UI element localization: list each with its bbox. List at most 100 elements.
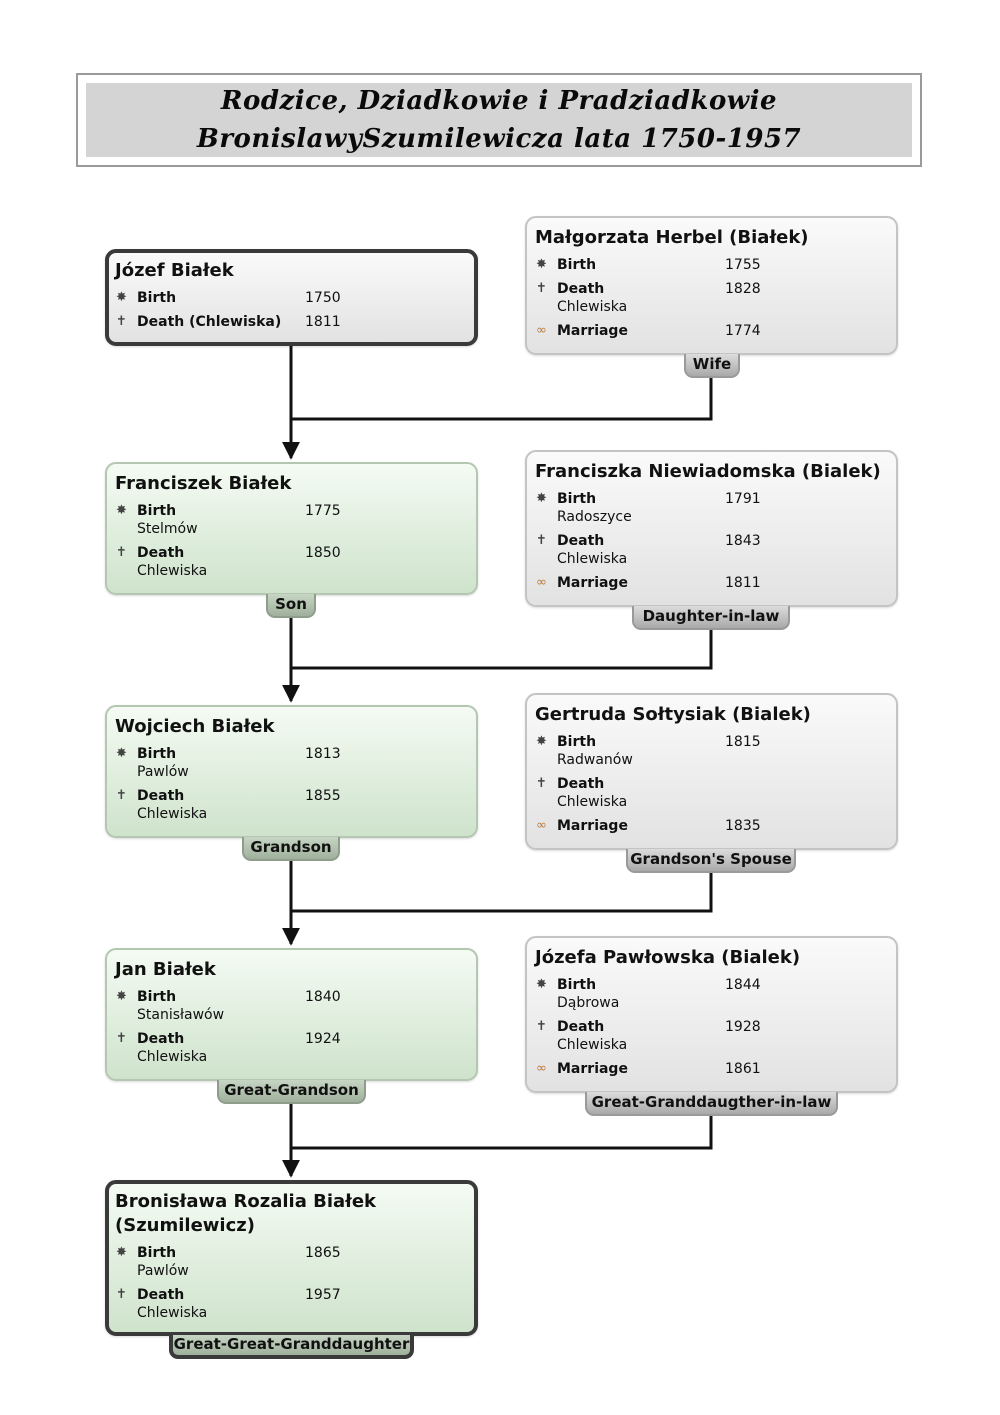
relation-tag-grandsons-spouse: Grandson's Spouse [626,849,796,873]
event-place: Chlewiska [557,1037,628,1053]
rings-icon: ∞ [536,1061,547,1076]
event-year: 1791 [725,491,761,507]
event-birth: ✸ Birth 1755 [535,256,888,274]
person-name: Jan Białek [115,959,216,980]
event-place: Chlewiska [137,563,208,579]
spouse-connector-4 [291,1116,713,1150]
star-burst-icon: ✸ [116,989,127,1004]
event-place: Dąbrowa [557,995,620,1011]
event-death: ✝ Death 1828 Chlewiska [535,280,888,316]
star-burst-icon: ✸ [116,290,127,305]
title-line-1: Rodzice, Dziadkowie i Pradziadkowie [220,86,778,116]
event-birth: ✸ Birth 1750 [115,289,468,307]
star-burst-icon: ✸ [116,746,127,761]
event-birth: ✸ Birth 1815 Radwanów [535,733,888,769]
rings-icon: ∞ [536,818,547,833]
event-label: Death [137,545,185,561]
person-name: Wojciech Białek [115,716,275,737]
cross-icon: ✝ [536,1019,547,1034]
event-marriage: ∞ Marriage 1774 [535,322,888,340]
relation-tag-great-granddaughter-in-law: Great-Granddaugther-in-law [585,1092,838,1116]
relation-tag-great-grandson: Great-Grandson [217,1080,366,1104]
event-death: ✝ Death (Chlewiska) 1811 [115,313,468,331]
person-card-malgorzata[interactable]: Małgorzata Herbel (Białek) ✸ Birth 1755 … [525,216,898,355]
person-name: Józef Białek [115,260,234,281]
event-place: Pawlów [137,1263,189,1279]
star-burst-icon: ✸ [116,503,127,518]
event-label: Death [137,788,185,804]
event-marriage: ∞ Marriage 1861 [535,1060,888,1078]
event-label: Birth [557,977,597,993]
person-card-gertruda[interactable]: Gertruda Sołtysiak (Bialek) ✸ Birth 1815… [525,693,898,850]
event-label: Birth [137,746,177,762]
cross-icon: ✝ [116,788,127,803]
event-birth: ✸ Birth 1840 Stanisławów [115,988,468,1024]
event-death: ✝ Death Chlewiska [535,775,888,811]
event-death: ✝ Death 1928 Chlewiska [535,1018,888,1054]
spouse-connector-3 [291,873,713,913]
event-marriage: ∞ Marriage 1811 [535,574,888,592]
event-year: 1811 [305,314,341,330]
event-year: 1750 [305,290,341,306]
title-box: Rodzice, Dziadkowie i Pradziadkowie Bron… [86,83,912,157]
person-name: Gertruda Sołtysiak (Bialek) [535,704,811,725]
event-year: 1844 [725,977,761,993]
cross-icon: ✝ [116,1031,127,1046]
event-marriage: ∞ Marriage 1835 [535,817,888,835]
event-year: 1928 [725,1019,761,1035]
event-year: 1835 [725,818,761,834]
relation-tag-wife: Wife [684,354,740,378]
event-death: ✝ Death 1843 Chlewiska [535,532,888,568]
event-label: Death [557,281,605,297]
person-card-jan[interactable]: Jan Białek ✸ Birth 1840 Stanisławów ✝ De… [105,948,478,1081]
person-card-franciszek[interactable]: Franciszek Białek ✸ Birth 1775 Stelmów ✝… [105,462,478,595]
cross-icon: ✝ [536,281,547,296]
event-year: 1957 [305,1287,341,1303]
event-death: ✝ Death 1850 Chlewiska [115,544,468,580]
person-name: Franciszek Białek [115,473,292,494]
star-burst-icon: ✸ [536,977,547,992]
person-name: Bronisława Rozalia Białek (Szumilewicz) [115,1191,377,1236]
event-label: Marriage [557,1061,628,1077]
event-birth: ✸ Birth 1813 Pawlów [115,745,468,781]
person-card-jozef[interactable]: Józef Białek ✸ Birth 1750 ✝ Death (Chlew… [105,249,478,346]
event-year: 1755 [725,257,761,273]
event-year: 1813 [305,746,341,762]
event-label: Death [137,1287,185,1303]
event-year: 1811 [725,575,761,591]
relation-tag-great-great-granddaughter: Great-Great-Granddaughter [169,1335,414,1359]
star-burst-icon: ✸ [116,1245,127,1260]
event-label: Birth [557,257,597,273]
event-year: 1843 [725,533,761,549]
event-year: 1828 [725,281,761,297]
event-year: 1865 [305,1245,341,1261]
event-label: Marriage [557,818,628,834]
event-death: ✝ Death 1855 Chlewiska [115,787,468,823]
relation-tag-daughter-in-law: Daughter-in-law [632,606,790,630]
event-place: Chlewiska [557,299,628,315]
event-place: Stelmów [137,521,198,537]
event-birth: ✸ Birth 1791 Radoszyce [535,490,888,526]
person-card-wojciech[interactable]: Wojciech Białek ✸ Birth 1813 Pawlów ✝ De… [105,705,478,838]
event-label: Death [137,1031,185,1047]
person-card-bronislawa[interactable]: Bronisława Rozalia Białek (Szumilewicz) … [105,1180,478,1336]
star-burst-icon: ✸ [536,491,547,506]
event-place: Chlewiska [137,806,208,822]
event-birth: ✸ Birth 1844 Dąbrowa [535,976,888,1012]
event-place: Stanisławów [137,1007,225,1023]
star-burst-icon: ✸ [536,257,547,272]
event-label: Birth [137,503,177,519]
spouse-connector-2 [291,630,713,670]
event-label: Death [557,533,605,549]
event-place: Chlewiska [557,551,628,567]
event-label: Birth [557,491,597,507]
cross-icon: ✝ [536,776,547,791]
event-birth: ✸ Birth 1775 Stelmów [115,502,468,538]
event-year: 1861 [725,1061,761,1077]
person-name: Franciszka Niewiadomska (Bialek) [535,461,881,482]
person-card-jozefa[interactable]: Józefa Pawłowska (Bialek) ✸ Birth 1844 D… [525,936,898,1093]
event-label: Birth [137,290,177,306]
person-card-franciszka[interactable]: Franciszka Niewiadomska (Bialek) ✸ Birth… [525,450,898,607]
event-label: Death [557,1019,605,1035]
